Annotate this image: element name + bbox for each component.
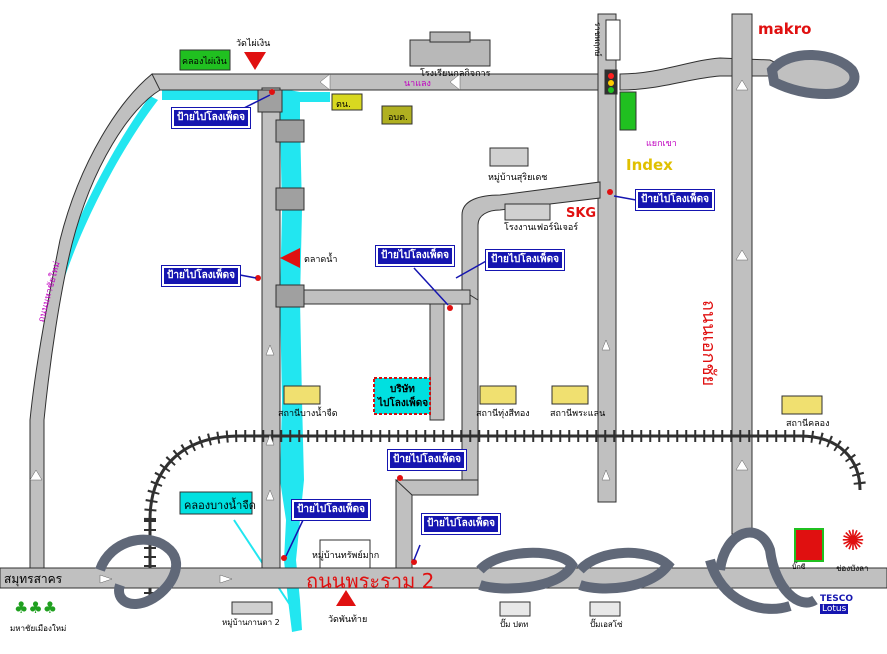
label-village-top: หมู่บ้านสุริยเดช — [488, 173, 548, 183]
makro-loop — [766, 50, 860, 100]
label-vertical-road: ถนนเอกชัย — [698, 300, 719, 387]
label-gas2: ปั๊มเอสโซ่ — [590, 620, 623, 629]
label-mahachai-city: มหาชัยเมืองใหม่ — [10, 624, 67, 633]
label-village-bottom: หมู่บ้านกานดา 2 — [222, 618, 280, 627]
buildings — [231, 31, 823, 617]
yothaka-logo: ✺ — [841, 524, 865, 557]
temple-markers — [244, 52, 356, 606]
sign-middle: ป้ายไปโลงเพ็ดจ — [375, 245, 455, 267]
label-makro: makro — [758, 20, 812, 38]
label-big-c: บิ๊กซี — [792, 563, 806, 571]
label-market-left: ตน. — [336, 100, 351, 110]
sign-lower-middle: ป้ายไปโลงเพ็ดจ — [387, 449, 467, 471]
label-samut-sakhon: สมุทรสาคร — [4, 572, 63, 586]
label-market-right: อบต. — [388, 113, 408, 123]
label-gas1: ปั๊ม ปตท — [500, 620, 529, 629]
trees-icon: ♣♣♣ — [14, 598, 58, 617]
road-top — [29, 56, 855, 569]
label-samrong: ราชพฤกษ์ — [593, 22, 602, 57]
river — [38, 88, 330, 632]
sign-lower-left: ป้ายไปโลงเพ็ดจ — [291, 499, 371, 521]
label-naa-lang: นาแลง — [404, 79, 431, 89]
label-rama2: ถนนพระราม 2 — [306, 569, 435, 593]
sign-top-left: ป้ายไปโลงเพ็ดจ — [171, 107, 251, 129]
label-station-bangnam: สถานีบางน้ำจืด — [278, 409, 338, 419]
label-tesco: TESCO — [820, 594, 854, 604]
label-company-1: บริษัท — [390, 384, 415, 395]
label-wat-phai-ngoen: วัดไผ่เงิน — [236, 39, 271, 49]
sign-left: ป้ายไปโลงเพ็ดจ — [161, 265, 241, 287]
road-rama2 — [0, 567, 887, 589]
sign-dots — [255, 89, 613, 565]
sign-pointers — [239, 94, 637, 561]
label-intersection: แยกเขา — [646, 139, 677, 149]
label-ban-salak: ตลาดน้ำ — [304, 255, 338, 265]
label-yothaka: ช่องบังลา — [836, 564, 869, 573]
traffic-light — [608, 73, 614, 93]
sign-lower-right: ป้ายไปโลงเพ็ดจ — [421, 513, 501, 535]
label-company-2: ไปโลงเพ็ดจ — [378, 398, 429, 409]
label-khlong-phai-ngoen: คลองไผ่เงิน — [182, 57, 227, 67]
big-c-logo — [794, 528, 824, 562]
label-factory-bottom: หมู่บ้านทรัพย์มาก — [312, 551, 380, 561]
interchanges — [95, 527, 818, 614]
label-index: Index — [626, 156, 673, 174]
direction-arrows — [29, 73, 749, 584]
road-verticals — [261, 13, 753, 589]
colored-boxes — [179, 19, 637, 515]
sign-right: ป้ายไปโลงเพ็ดจ — [635, 189, 715, 211]
label-lotus: Lotus — [820, 604, 849, 614]
label-skg: SKG — [566, 206, 597, 221]
label-skg-building: โรงงานเฟอร์นิเจอร์ — [504, 223, 579, 233]
label-khlong-bangnamchuet: คลองบางน้ำจืด — [184, 499, 256, 512]
label-wat-phan-thai: วัดพันท้าย — [328, 615, 368, 625]
sign-middle-right: ป้ายไปโลงเพ็ดจ — [485, 249, 565, 271]
label-station-khok: สถานีทุ่งสีทอง — [476, 409, 530, 419]
label-station-right: สถานีคลอง — [786, 419, 830, 429]
label-school: โรงเรียนกลกิจการ — [420, 69, 491, 79]
label-station-phraeng: สถานีพระแลน — [550, 409, 606, 419]
